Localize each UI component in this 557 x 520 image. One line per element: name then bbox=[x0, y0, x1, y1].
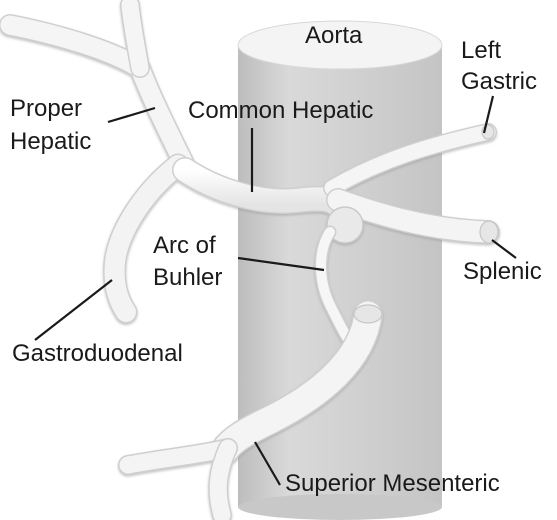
label-arc-of-buhler-line2: Buhler bbox=[153, 264, 223, 291]
label-arc-of-buhler-line1: Arc of bbox=[153, 232, 216, 259]
label-left-gastric-line1: Left bbox=[461, 37, 502, 64]
leader-arc-of-buhler bbox=[237, 256, 325, 272]
leader-gastroduodenal bbox=[34, 279, 113, 341]
aorta bbox=[237, 20, 443, 520]
label-proper-hepatic-line1: Proper bbox=[10, 95, 83, 122]
label-proper-hepatic-line2: Hepatic bbox=[10, 128, 92, 155]
label-common-hepatic: Common Hepatic bbox=[188, 97, 374, 124]
label-aorta: Aorta bbox=[305, 22, 363, 49]
arc-of-buhler bbox=[314, 225, 357, 349]
leader-superior-mesenteric bbox=[254, 441, 281, 486]
left-gastric-artery bbox=[323, 123, 497, 197]
label-splenic: Splenic bbox=[463, 258, 542, 285]
label-superior-mesenteric: Superior Mesenteric bbox=[285, 470, 500, 497]
leader-left-gastric bbox=[482, 95, 495, 134]
label-gastroduodenal: Gastroduodenal bbox=[12, 340, 183, 367]
vessel-ends bbox=[353, 124, 499, 324]
leader-lines bbox=[34, 95, 517, 486]
gastroduodenal-artery bbox=[103, 153, 190, 324]
leader-proper-hepatic bbox=[107, 106, 156, 124]
splenic-artery bbox=[326, 188, 500, 244]
superior-mesenteric-artery bbox=[118, 300, 383, 520]
label-left-gastric-line2: Gastric bbox=[461, 68, 538, 95]
proper-hepatic-artery bbox=[0, 0, 199, 183]
leader-splenic bbox=[491, 239, 517, 259]
